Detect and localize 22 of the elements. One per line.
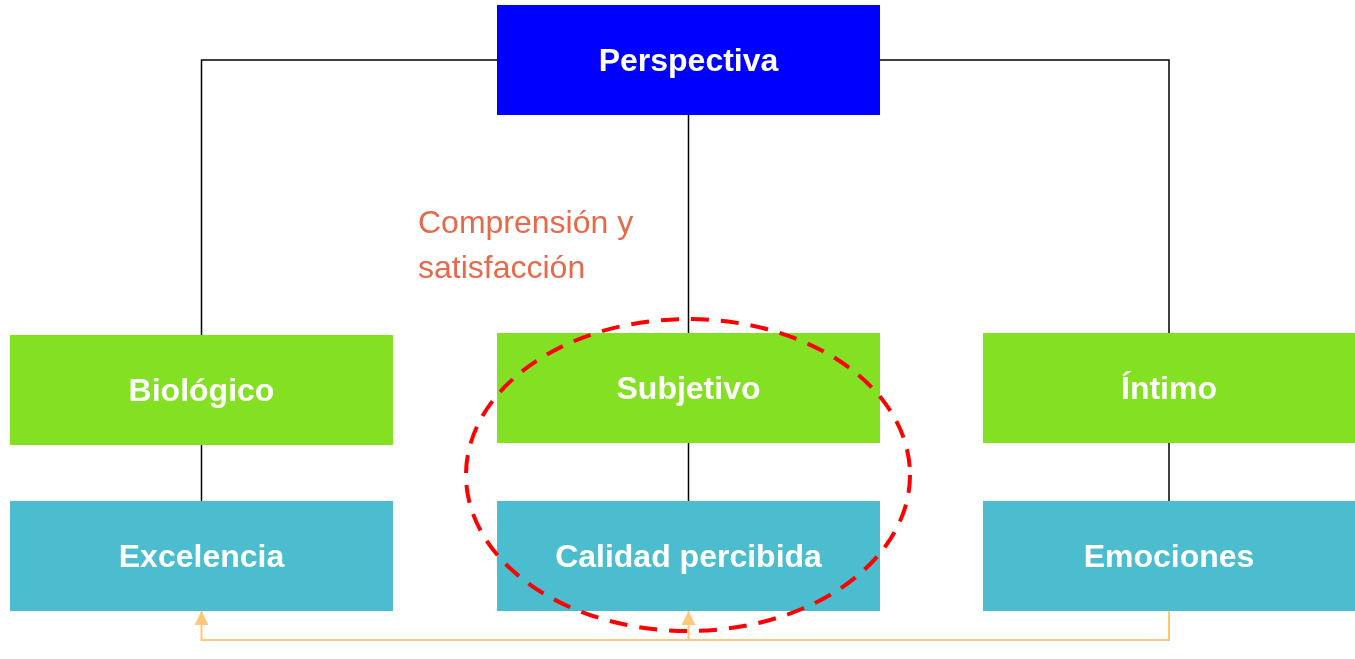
connector-line <box>200 59 498 336</box>
category-box <box>983 501 1355 611</box>
category-box <box>497 501 880 611</box>
connector-line <box>687 442 690 502</box>
box-label: Excelencia <box>118 537 285 575</box>
box-label: Biológico <box>128 371 275 409</box>
category-box <box>497 333 880 443</box>
box-label: Emociones <box>1083 537 1255 575</box>
category-box <box>10 335 393 445</box>
connector-line <box>200 444 203 502</box>
category-box <box>10 501 393 611</box>
box-label: Íntimo <box>1121 369 1217 407</box>
annotation-text: Comprensión y satisfacción <box>418 203 635 287</box>
connector-line <box>687 114 690 334</box>
arrow <box>681 610 1170 641</box>
box-label: Subjetivo <box>616 369 761 407</box>
connector-line <box>879 59 1170 334</box>
header-box <box>497 5 880 115</box>
connector-line <box>1168 442 1170 502</box>
box-label: Perspectiva <box>598 41 779 79</box>
category-box <box>983 333 1355 443</box>
box-label: Calidad percibida <box>555 537 822 575</box>
